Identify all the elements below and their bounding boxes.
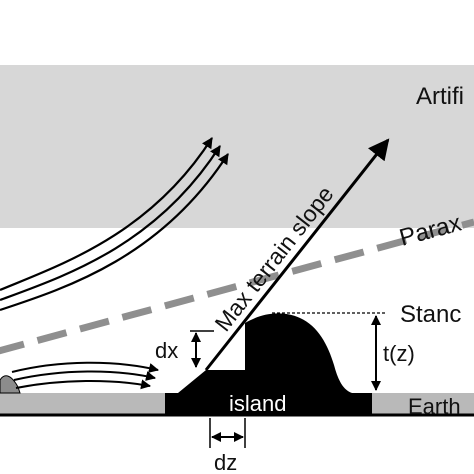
artificial-label: Artifi: [416, 83, 464, 110]
curved-ray-lower-1: [11, 361, 159, 373]
curved-ray-upper-2: [0, 145, 221, 302]
dz-label: dz: [214, 450, 237, 474]
island-body: [178, 313, 352, 393]
curved-ray-upper-3: [0, 153, 229, 312]
curved-ray-lower-2: [13, 370, 156, 381]
island-label: island: [229, 391, 286, 416]
curved-ray-lower-3: [15, 379, 151, 390]
dx-label: dx: [155, 338, 178, 363]
paraxial-line: [0, 218, 474, 355]
artificial-band: [0, 65, 474, 228]
standard-label: Stanc: [400, 301, 461, 328]
curved-ray-upper-1: [0, 137, 213, 292]
earth-label: Earth: [408, 394, 461, 419]
tz-label: t(z): [383, 341, 415, 366]
max-terrain-slope-arrow: [204, 138, 390, 371]
island-base: [165, 393, 372, 415]
